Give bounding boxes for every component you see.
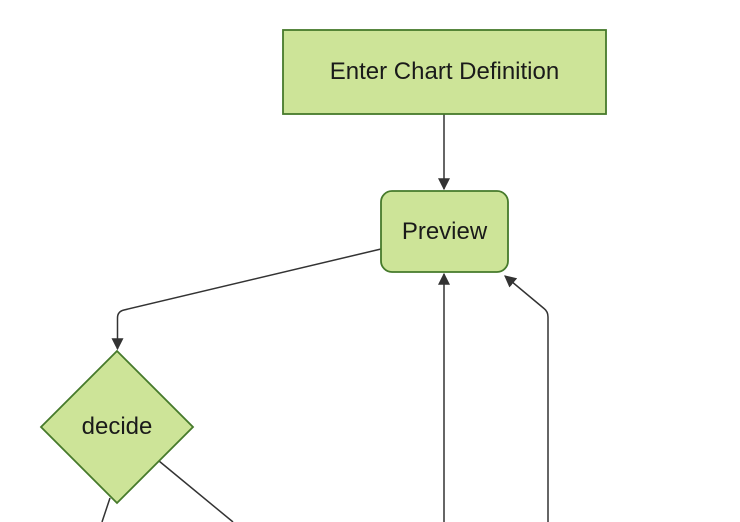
edge-decide-to-offscreen-right	[158, 460, 234, 522]
node-decide-shape	[39, 349, 195, 505]
edge-preview-to-decide	[111, 248, 382, 351]
edge-offscreen-right-to-preview	[504, 275, 549, 522]
node-enter-chart-definition-shape	[282, 29, 607, 115]
node-preview-shape	[380, 190, 509, 273]
edge-decide-to-offscreen-left	[101, 497, 111, 522]
